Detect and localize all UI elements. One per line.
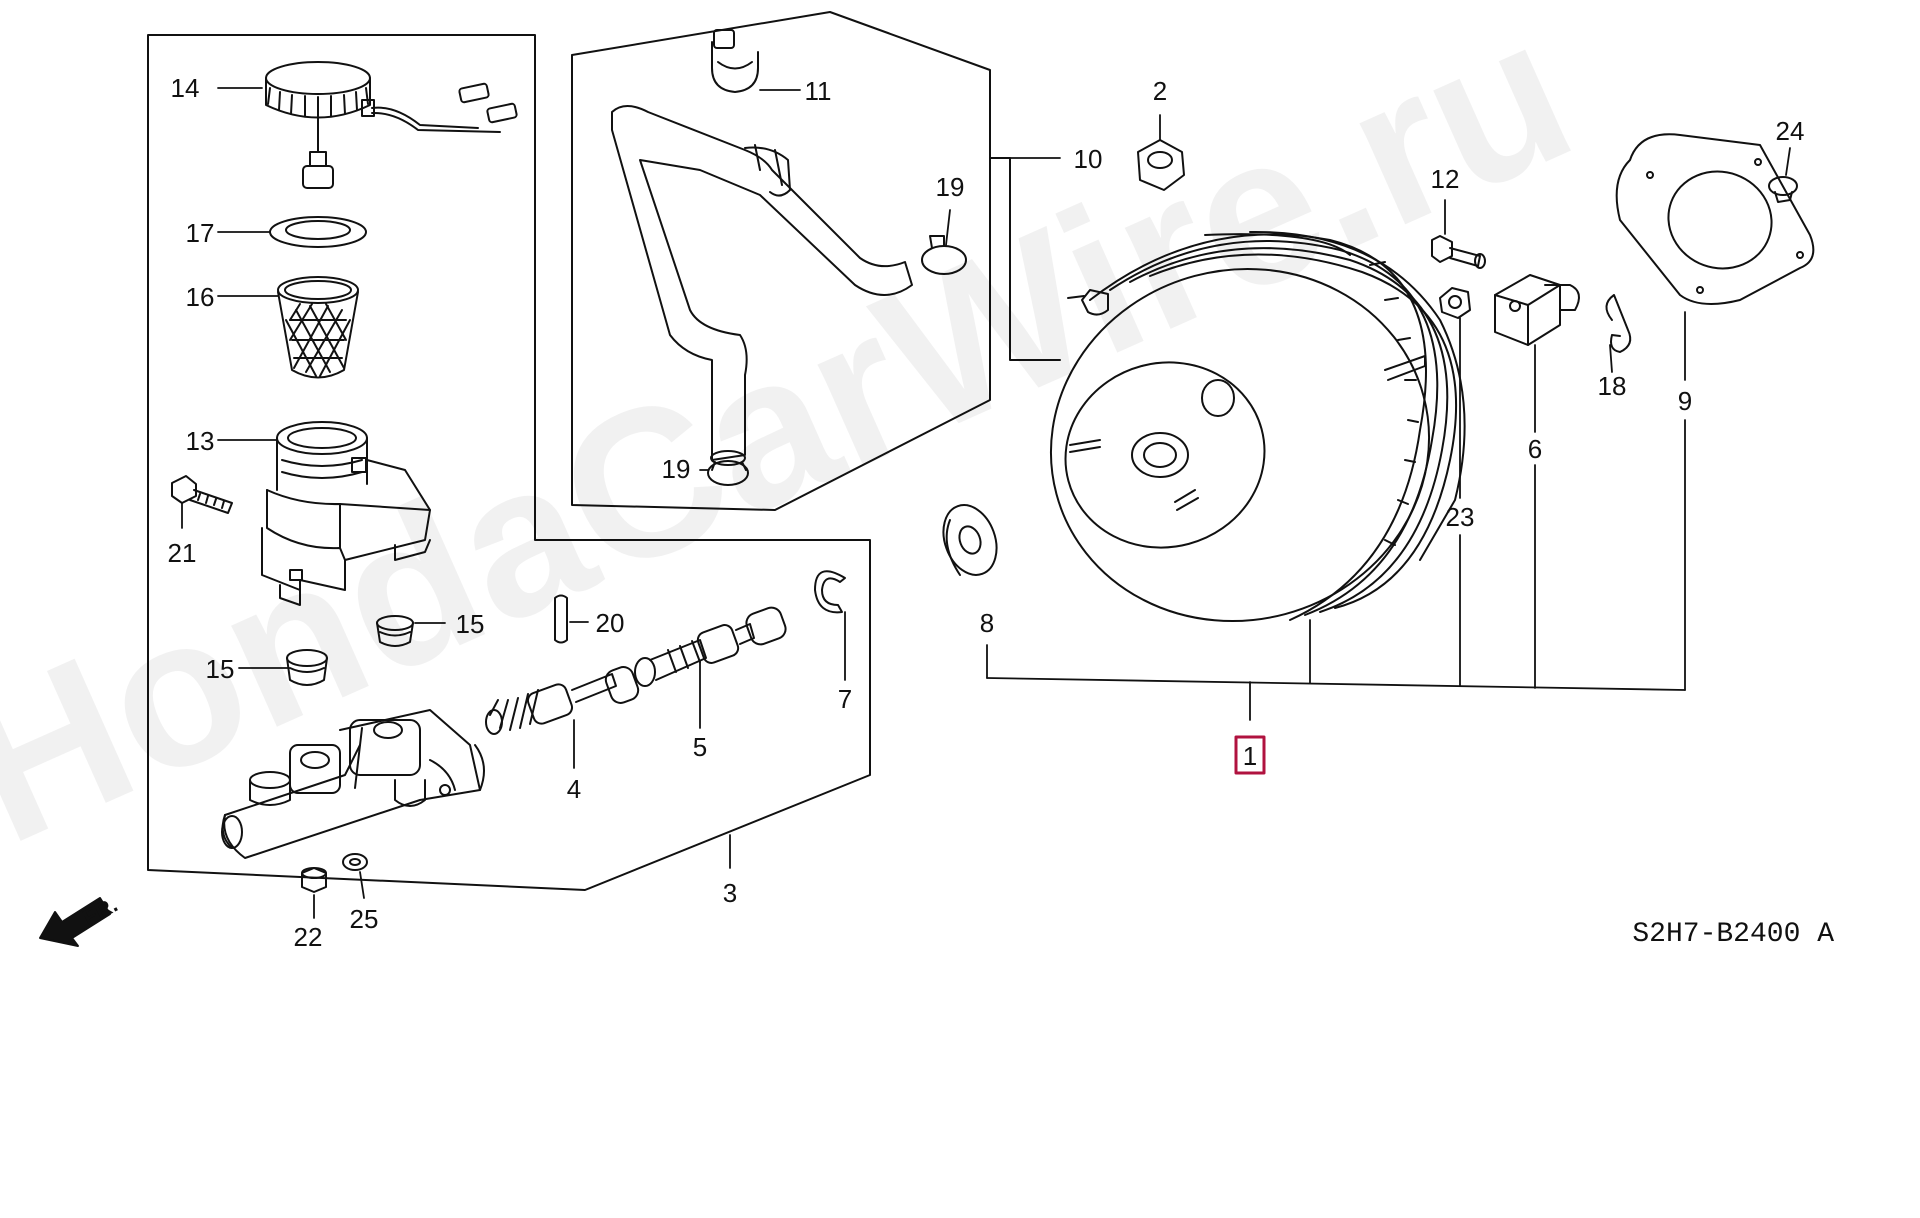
callout-18: 18 (1598, 371, 1627, 401)
callout-7: 7 (838, 684, 852, 714)
callout-9: 9 (1678, 386, 1692, 416)
callout-25: 25 (350, 904, 379, 934)
hose-clamp-part-upper (921, 235, 967, 275)
grommet-part-lower (286, 649, 328, 686)
gasket-clip-part (1768, 176, 1798, 203)
reservoir-seal-part (269, 216, 367, 248)
group-frame-hose (571, 11, 991, 511)
callout-15-upper: 15 (456, 609, 485, 639)
spring-clip-part (1605, 294, 1632, 353)
callout-24: 24 (1776, 116, 1805, 146)
callout-8: 8 (980, 608, 994, 638)
brake-booster-part (1049, 230, 1466, 623)
callout-10: 10 (1074, 144, 1103, 174)
circlip-part (814, 570, 846, 614)
callout-19-lower: 19 (662, 454, 691, 484)
booster-nut-small-part (1439, 287, 1471, 319)
reservoir-bolt-part (171, 475, 233, 514)
callout-22: 22 (294, 922, 323, 952)
vacuum-hose-part (611, 105, 913, 466)
pin-part (554, 594, 568, 644)
callout-1-highlight[interactable]: 1 (1234, 735, 1266, 775)
callout-11: 11 (805, 76, 832, 106)
group-frame-booster-leader (989, 157, 1061, 361)
reservoir-part (261, 421, 431, 606)
washer-part (342, 853, 368, 871)
callout-19-upper: 19 (936, 172, 965, 202)
booster-nut-part (1137, 139, 1185, 191)
master-cylinder-body-part (221, 709, 485, 859)
callout-13: 13 (186, 426, 215, 456)
reservoir-cap-part (265, 61, 518, 189)
booster-bolt-part (1431, 235, 1486, 269)
callout-1: 1 (1243, 741, 1257, 771)
strainer-part (277, 276, 359, 379)
callout-21: 21 (168, 538, 197, 568)
secondary-piston-part (634, 606, 787, 687)
callout-5: 5 (693, 732, 707, 762)
callout-2: 2 (1153, 76, 1167, 106)
front-arrow-icon (39, 897, 111, 947)
diagram-code: S2H7-B2400 A (1632, 919, 1834, 950)
booster-gasket-part (1615, 133, 1815, 305)
callout-20: 20 (596, 608, 625, 638)
grommet-part-upper (376, 615, 414, 647)
hose-clamp-part-lower (707, 460, 749, 486)
callout-4: 4 (567, 774, 581, 804)
callout-23: 23 (1446, 502, 1475, 532)
bracket-part (1494, 274, 1580, 346)
parts-diagram: HondaCarWire.ru (0, 0, 1834, 952)
booster-seal-part (942, 504, 998, 576)
callout-3: 3 (723, 878, 737, 908)
group-frame-master-cylinder (147, 34, 871, 891)
callout-6: 6 (1528, 434, 1542, 464)
callout-17: 17 (186, 218, 215, 248)
callout-14: 14 (171, 73, 200, 103)
callout-15-lower: 15 (206, 654, 235, 684)
callout-12: 12 (1431, 164, 1460, 194)
highlight-box (1234, 735, 1266, 775)
hose-clip-part-upper (711, 29, 759, 93)
leader-lines (181, 87, 1791, 919)
nut-part (301, 867, 327, 893)
callout-16: 16 (186, 282, 215, 312)
primary-piston-part (485, 666, 640, 735)
diagram-canvas: 14 17 16 13 21 15 15 20 4 5 7 3 22 25 11… (39, 11, 1834, 952)
